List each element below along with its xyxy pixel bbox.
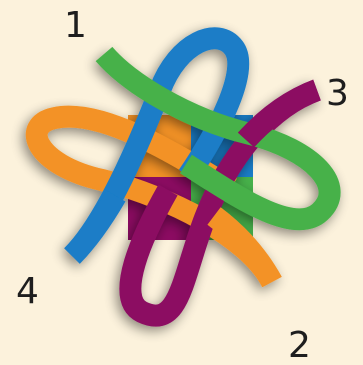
label-4: 4 (16, 274, 39, 310)
label-1: 1 (64, 8, 87, 44)
strand-blue-overpass (72, 196, 116, 256)
label-3: 3 (326, 76, 349, 112)
strand-purple-overpass (246, 90, 317, 140)
label-2: 2 (288, 328, 311, 364)
